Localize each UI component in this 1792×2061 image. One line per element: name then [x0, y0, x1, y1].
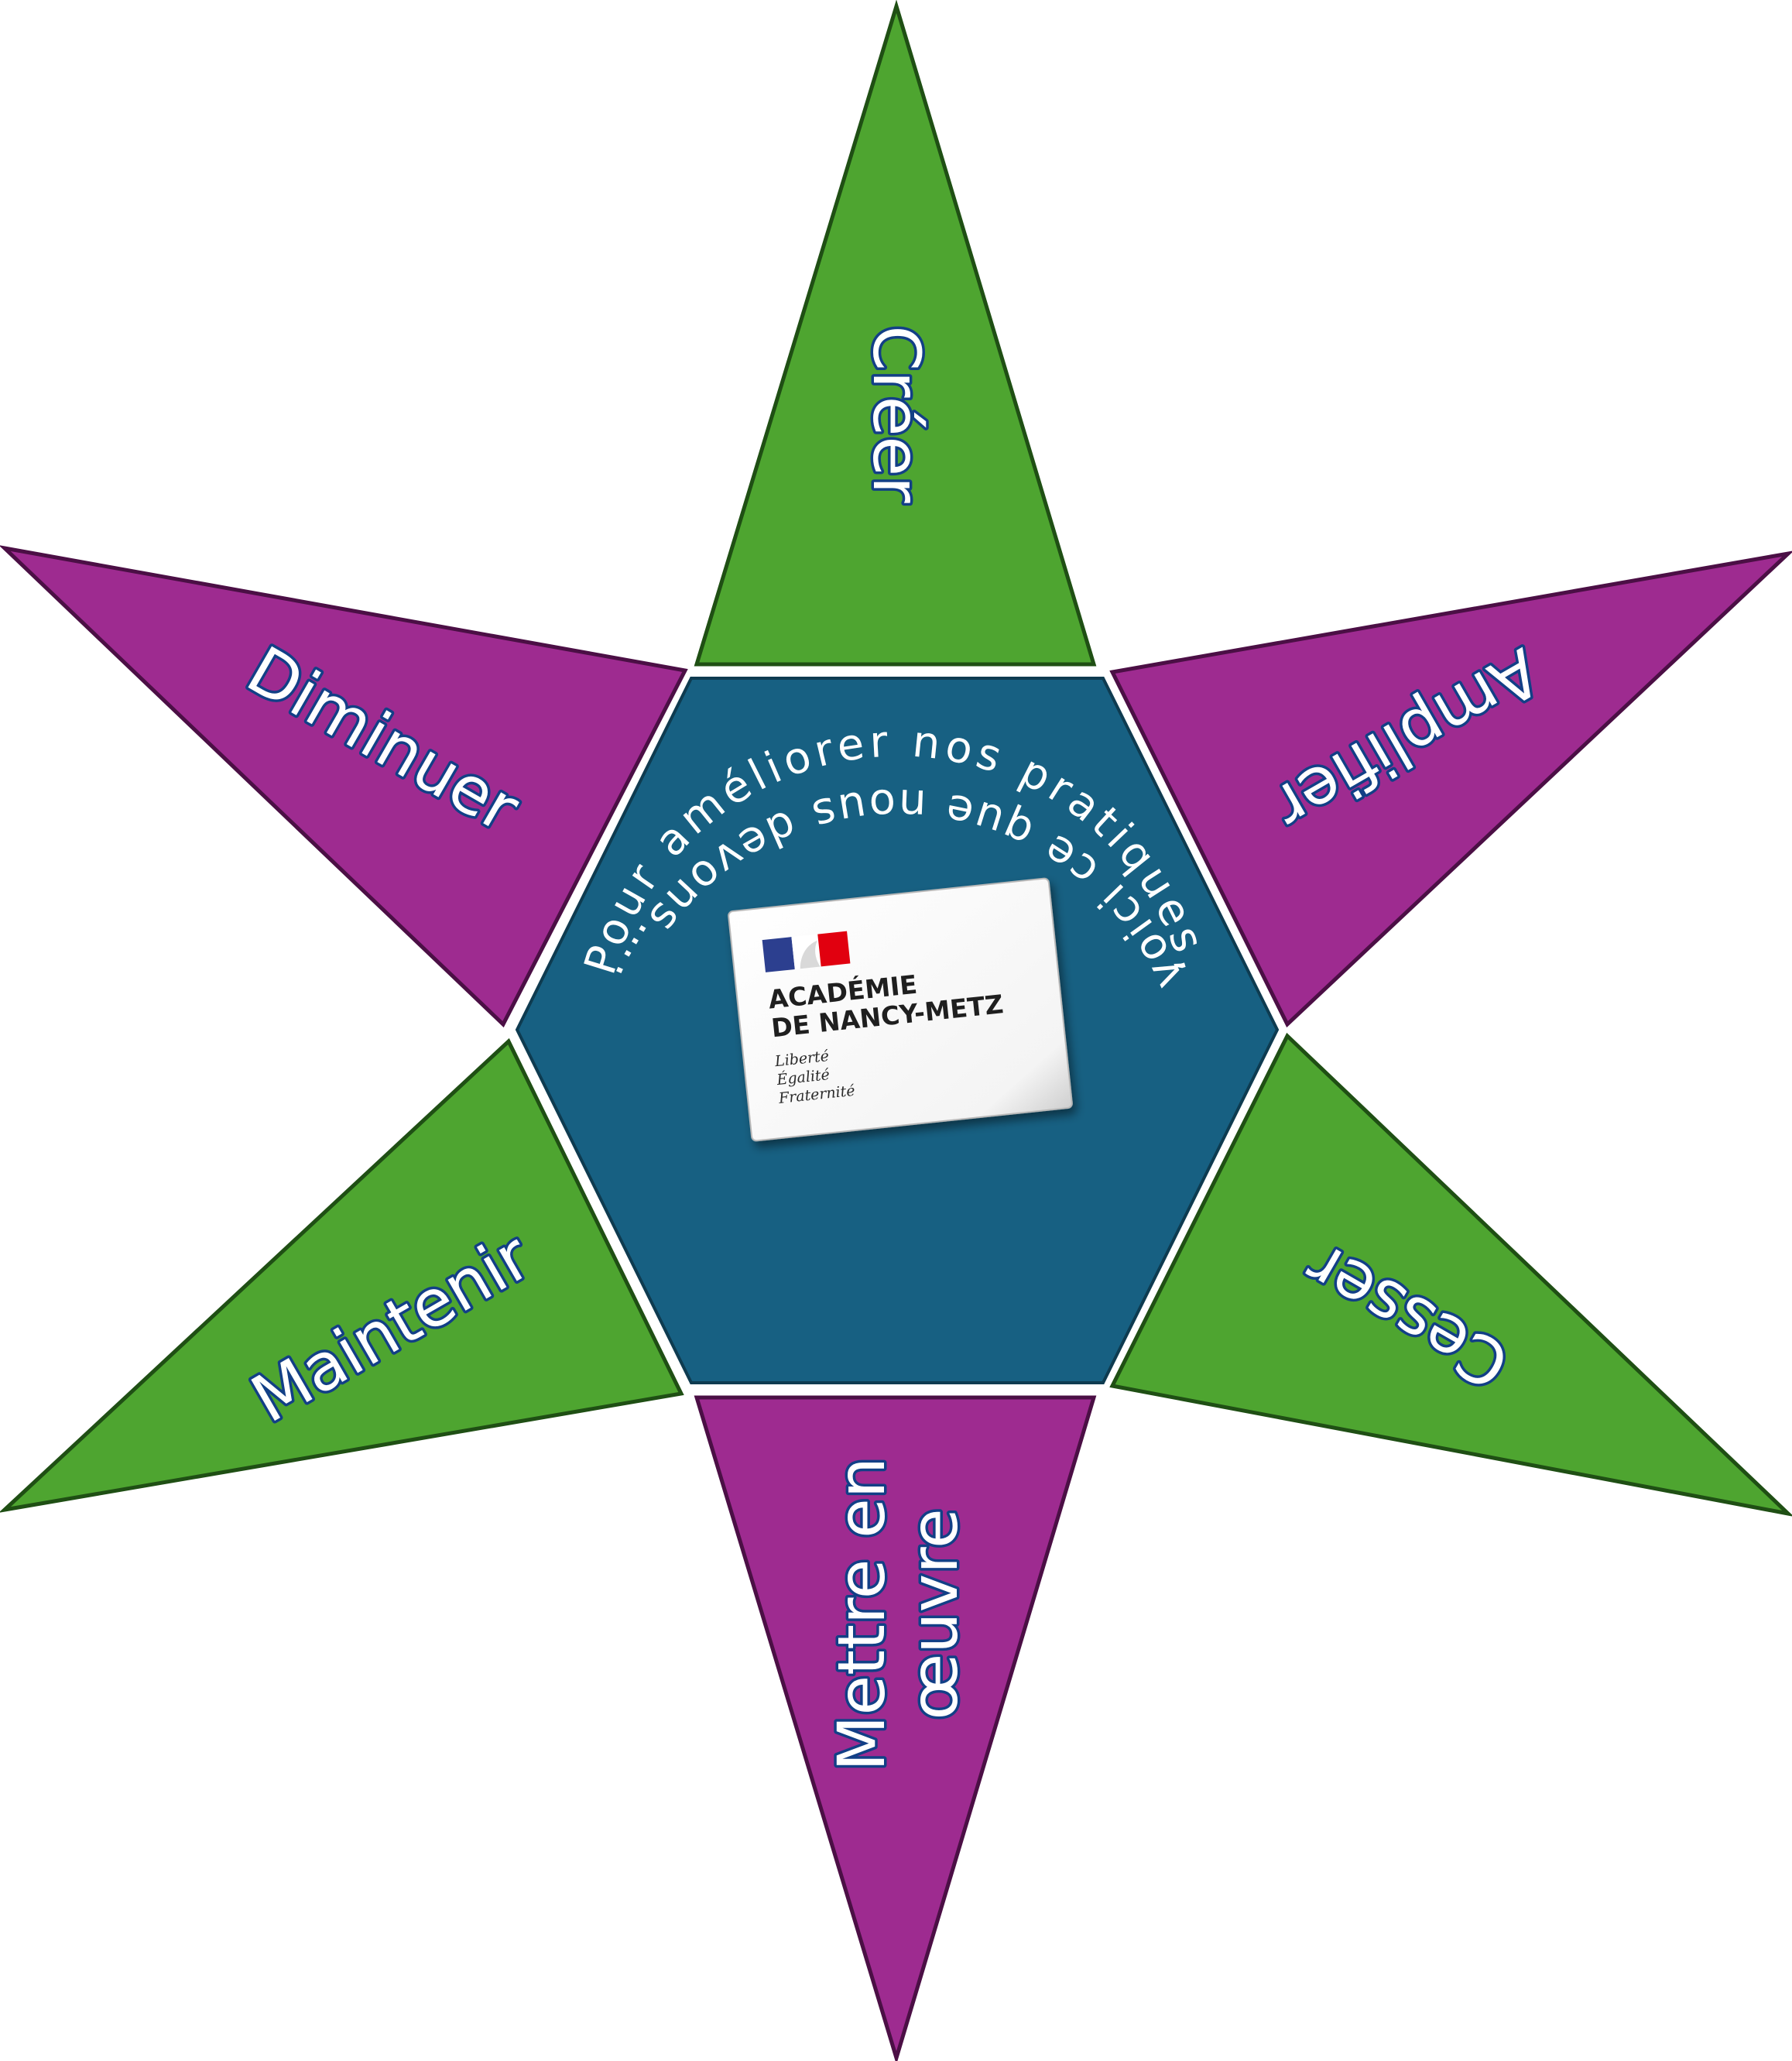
point-bottom-triangle: [694, 1395, 1097, 2061]
label-oeuvre: œuvre: [896, 1508, 972, 1720]
academie-logo: ACADÉMIE DE NANCY-METZ Liberté Égalité F…: [728, 877, 1073, 1142]
point-lower-right-triangle: [1109, 1032, 1792, 1517]
label-mettre-en-oeuvre: Mettre en œuvre: [821, 1454, 975, 1774]
point-upper-right-triangle: [1109, 550, 1792, 1028]
point-lower-left-triangle: [0, 1037, 684, 1513]
label-mettre-en: Mettre en: [824, 1457, 899, 1771]
point-top-triangle: [694, 0, 1097, 667]
label-creer: Créer: [858, 325, 934, 503]
point-upper-left-triangle: [0, 545, 688, 1028]
marianne-flag-icon: [762, 931, 851, 972]
